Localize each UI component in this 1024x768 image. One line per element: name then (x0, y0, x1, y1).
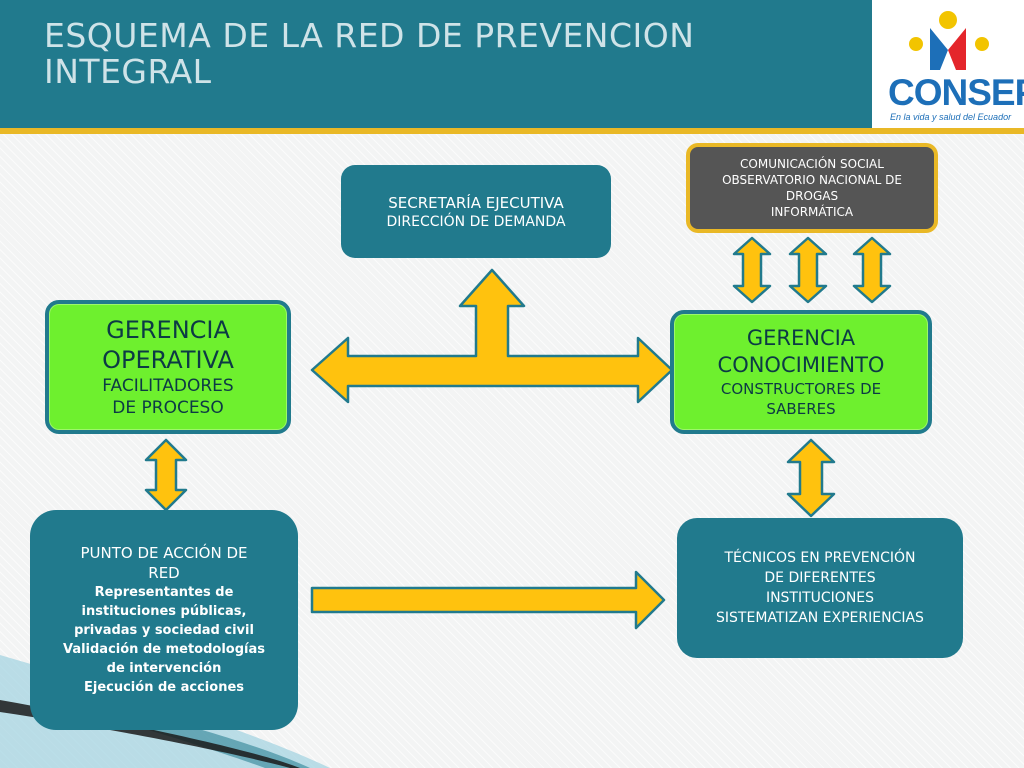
gerencia-operativa-sub-1: FACILITADORES (102, 376, 234, 396)
gerencia-conocimiento-box: GERENCIA CONOCIMIENTO CONSTRUCTORES DE S… (670, 310, 932, 434)
gerencia-conocimiento-sub-2: SABERES (766, 400, 836, 418)
punto-accion-title-2: RED (148, 564, 180, 582)
arrow-to-tecnicos (310, 570, 666, 630)
comunicacion-line-2: OBSERVATORIO NACIONAL DE (722, 173, 902, 187)
secretaria-subtitle: DIRECCIÓN DE DEMANDA (386, 213, 566, 230)
punto-accion-line-3: privadas y sociedad civil (74, 623, 254, 638)
tecnicos-box: TÉCNICOS EN PREVENCIÓN DE DIFERENTES INS… (677, 518, 963, 658)
tecnicos-line-4: SISTEMATIZAN EXPERIENCIAS (716, 610, 924, 626)
gerencia-conocimiento-sub-1: CONSTRUCTORES DE (720, 380, 882, 398)
gerencia-operativa-sub-2: DE PROCESO (112, 398, 224, 418)
tecnicos-line-3: INSTITUCIONES (765, 590, 875, 606)
secretaria-ejecutiva-box: SECRETARÍA EJECUTIVA DIRECCIÓN DE DEMAND… (341, 165, 611, 258)
punto-accion-line-6: Ejecución de acciones (83, 680, 245, 695)
double-arrow-right (786, 438, 836, 518)
double-arrow-top-2 (788, 236, 828, 304)
slide-title-line-2: INTEGRAL (44, 52, 212, 91)
punto-accion-box: PUNTO DE ACCIÓN DE RED Representantes de… (30, 510, 298, 730)
gerencia-operativa-title-2: OPERATIVA (102, 346, 234, 374)
gerencia-conocimiento-title-2: CONOCIMIENTO (717, 353, 885, 377)
double-arrow-left (144, 438, 188, 512)
punto-accion-line-5: de intervención (106, 661, 222, 676)
punto-accion-title-1: PUNTO DE ACCIÓN DE (80, 544, 248, 562)
double-arrow-top-3 (852, 236, 892, 304)
title-bar: ESQUEMA DE LA RED DE PREVENCION INTEGRAL (0, 0, 872, 128)
slide-title: ESQUEMA DE LA RED DE PREVENCION INTEGRAL (44, 18, 824, 90)
punto-accion-line-1: Representantes de (94, 585, 234, 600)
tecnicos-line-2: DE DIFERENTES (764, 570, 876, 586)
gerencia-operativa-title-1: GERENCIA (106, 316, 230, 344)
consep-logo: CONSEP En la vida y salud del Ecuador (872, 0, 1024, 128)
logo-wordmark: CONSEP (888, 72, 1024, 113)
consep-figure-icon (909, 11, 989, 70)
comunicacion-box: COMUNICACIÓN SOCIAL OBSERVATORIO NACIONA… (686, 143, 938, 233)
comunicacion-line-1: COMUNICACIÓN SOCIAL (740, 157, 884, 171)
t-arrow (310, 268, 674, 404)
logo-tagline: En la vida y salud del Ecuador (890, 112, 1012, 122)
header-underline (0, 128, 1024, 134)
tecnicos-line-1: TÉCNICOS EN PREVENCIÓN (724, 550, 916, 566)
slide-title-line-1: ESQUEMA DE LA RED DE PREVENCION (44, 16, 695, 55)
punto-accion-line-4: Validación de metodologías (62, 642, 266, 657)
comunicacion-line-4: INFORMÁTICA (770, 205, 854, 219)
gerencia-operativa-box: GERENCIA OPERATIVA FACILITADORES DE PROC… (45, 300, 291, 434)
double-arrow-top-1 (732, 236, 772, 304)
comunicacion-line-3: DROGAS (785, 189, 839, 203)
gerencia-conocimiento-title-1: GERENCIA (746, 326, 856, 350)
secretaria-title: SECRETARÍA EJECUTIVA (388, 193, 564, 212)
punto-accion-line-2: instituciones públicas, (81, 604, 247, 619)
